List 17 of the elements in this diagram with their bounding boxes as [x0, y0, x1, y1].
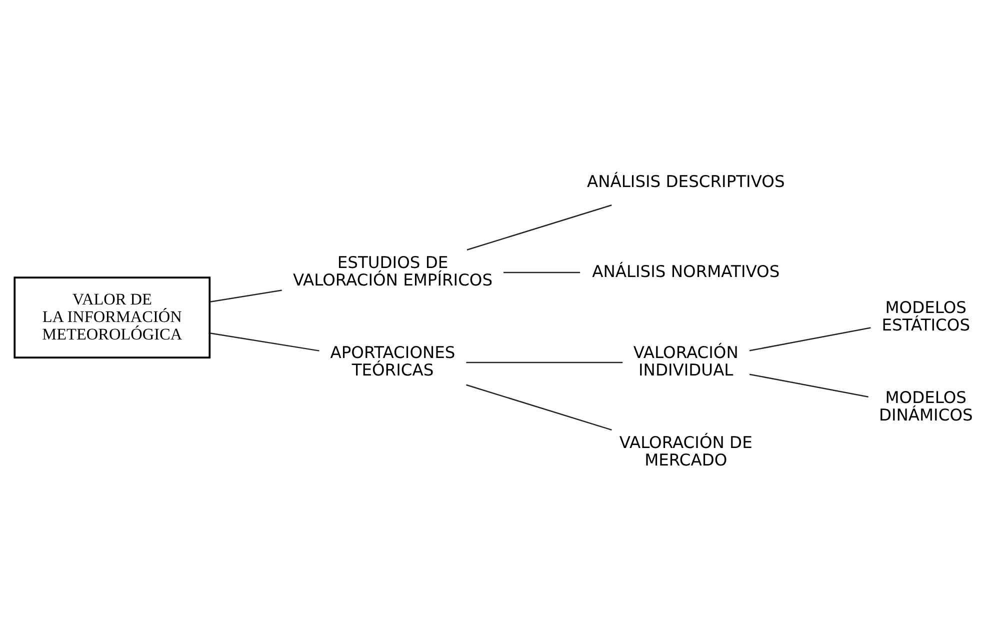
- connector: [209, 289, 282, 302]
- node-text: VALORACIÓN DE MERCADO: [618, 432, 752, 469]
- connector: [466, 361, 622, 363]
- connector: [748, 373, 868, 397]
- node-text: ANÁLISIS DESCRIPTIVOS: [586, 171, 784, 190]
- connector: [466, 204, 612, 250]
- connector: [502, 271, 580, 273]
- node-text: MODELOS DINÁMICOS: [878, 388, 972, 424]
- connector: [748, 326, 870, 351]
- node-text: MODELOS ESTÁTICOS: [881, 298, 970, 334]
- node-text: APORTACIONES TEÓRICAS: [330, 342, 455, 379]
- node-text: VALORACIÓN INDIVIDUAL: [632, 342, 738, 379]
- connector: [466, 384, 612, 430]
- connector: [209, 332, 319, 351]
- node-box: VALOR DE LA INFORMACIÓN METEOROLÓGICA: [13, 276, 210, 358]
- node-text: ESTUDIOS DE VALORACIÓN EMPÍRICOS: [292, 252, 492, 289]
- node-text: ANÁLISIS NORMATIVOS: [592, 261, 780, 280]
